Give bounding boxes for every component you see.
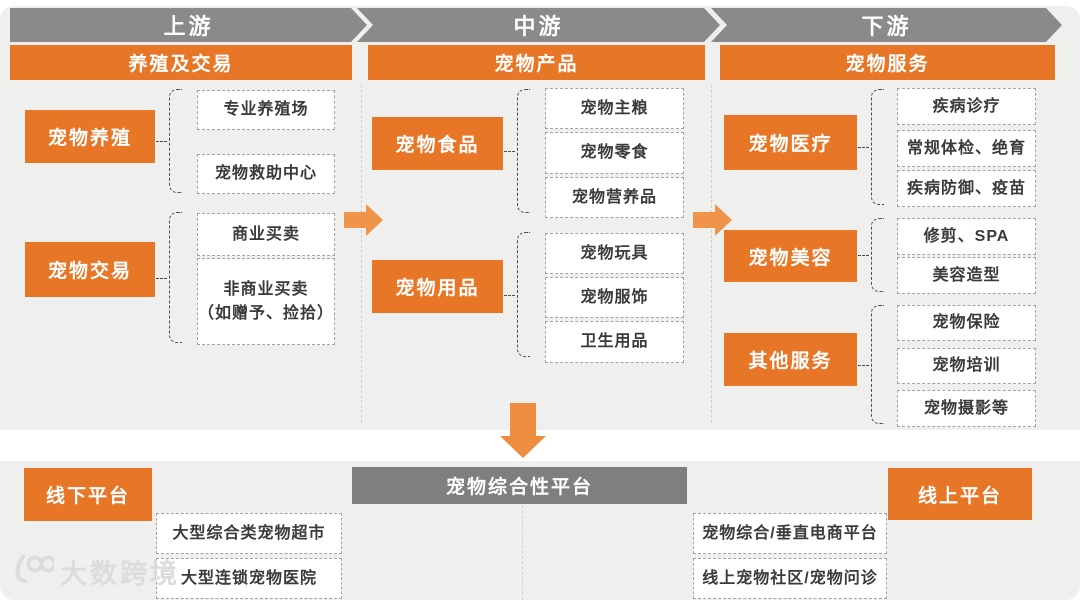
banner-comprehensive-platform: 宠物综合性平台: [352, 467, 687, 504]
item-box: 美容造型: [897, 257, 1036, 294]
item-box: 非商业买卖 （如赠予、捡拾）: [197, 258, 335, 345]
category-label: 宠物食品: [395, 135, 480, 156]
item-label: 大型综合类宠物超市: [172, 524, 326, 542]
platform-label: 线上平台: [917, 485, 1002, 507]
brand-logo-icon: [10, 552, 57, 591]
banner-label: 宠物产品: [494, 54, 579, 75]
item-box: 宠物营养品: [545, 177, 684, 218]
banner-label: 宠物综合性平台: [445, 477, 593, 498]
item-box: 常规体检、绝育: [897, 130, 1036, 167]
item-box: 疾病诊疗: [897, 88, 1036, 125]
category-label: 其他服务: [748, 351, 833, 372]
item-box: 宠物综合/垂直电商平台: [693, 513, 887, 554]
item-label: 疾病防御、疫苗: [906, 179, 1026, 197]
category-box-other-services: 其他服务: [724, 333, 857, 386]
item-label: 宠物救助中心: [214, 165, 317, 183]
column-divider-dashed: [711, 85, 712, 423]
item-box: 宠物玩具: [545, 233, 684, 274]
banner-label: 宠物服务: [845, 54, 930, 75]
bracket-connector: [858, 89, 884, 205]
category-box-pet-supplies: 宠物用品: [372, 260, 503, 313]
category-box-pet-medical: 宠物医疗: [724, 115, 857, 170]
banner-breeding-trading: 养殖及交易: [10, 45, 352, 80]
item-box: 商业买卖: [197, 213, 335, 256]
stage-label: 上游: [163, 14, 214, 39]
section-separator-band: [0, 430, 1080, 461]
down-arrow-icon: [499, 403, 547, 464]
category-label: 宠物美容: [748, 247, 833, 269]
category-box-pet-breeding: 宠物养殖: [25, 110, 155, 163]
item-box: 专业养殖场: [197, 90, 335, 130]
item-box: 宠物摄影等: [897, 390, 1036, 427]
brand-name: 大数跨境: [60, 559, 180, 589]
item-label: 修剪、SPA: [923, 227, 1010, 245]
item-label: 宠物培训: [932, 357, 1001, 375]
right-arrow-icon: [693, 202, 733, 243]
stage-chevron-downstream: 下游: [711, 8, 1062, 42]
category-label: 宠物交易: [47, 261, 132, 282]
category-box-pet-food: 宠物食品: [372, 117, 503, 170]
banner-pet-services: 宠物服务: [720, 45, 1055, 80]
right-arrow-icon: [344, 202, 384, 243]
item-label: 非商业买卖 （如赠予、捡拾）: [198, 281, 335, 322]
item-box: 宠物主粮: [545, 88, 684, 129]
platform-box-online: 线上平台: [888, 468, 1032, 520]
item-label: 宠物营养品: [571, 188, 657, 206]
item-label: 宠物摄影等: [923, 399, 1009, 417]
bracket-connector: [858, 305, 884, 424]
item-box: 宠物服饰: [545, 277, 684, 318]
column-divider-dashed: [361, 85, 362, 423]
item-label: 宠物主粮: [580, 99, 649, 117]
item-label: 专业养殖场: [223, 101, 309, 119]
item-label: 大型连锁宠物医院: [180, 569, 317, 587]
platform-box-offline: 线下平台: [24, 468, 152, 521]
stage-label: 中游: [513, 14, 564, 39]
item-box: 宠物救助中心: [197, 154, 335, 194]
banner-pet-products: 宠物产品: [368, 45, 705, 80]
banner-label: 养殖及交易: [128, 54, 234, 75]
item-label: 常规体检、绝育: [906, 139, 1026, 157]
item-box: 大型连锁宠物医院: [156, 558, 342, 599]
category-box-pet-trading: 宠物交易: [25, 242, 155, 297]
item-label: 商业买卖: [231, 225, 300, 243]
item-label: 卫生用品: [580, 333, 649, 351]
bracket-connector: [156, 212, 182, 343]
category-label: 宠物用品: [395, 278, 480, 299]
bracket-connector: [858, 218, 884, 292]
item-label: 美容造型: [932, 266, 1001, 284]
bracket-connector: [504, 89, 530, 213]
item-label: 线上宠物社区/宠物问诊: [702, 569, 878, 587]
bracket-connector: [156, 89, 182, 193]
stage-chevron-upstream: 上游: [10, 8, 367, 42]
item-box: 大型综合类宠物超市: [156, 513, 342, 554]
item-label: 宠物保险: [932, 314, 1001, 332]
item-box: 疾病防御、疫苗: [897, 170, 1036, 207]
item-box: 线上宠物社区/宠物问诊: [693, 558, 887, 599]
category-label: 宠物医疗: [748, 134, 833, 155]
item-box: 修剪、SPA: [897, 218, 1036, 255]
item-label: 宠物玩具: [580, 244, 649, 262]
item-box: 卫生用品: [545, 321, 684, 363]
item-label: 宠物零食: [580, 144, 649, 162]
stage-chevron-midstream: 中游: [357, 8, 720, 42]
item-box: 宠物零食: [545, 132, 684, 174]
bracket-connector: [504, 232, 530, 357]
item-label: 宠物综合/垂直电商平台: [702, 524, 878, 542]
category-box-pet-grooming: 宠物美容: [724, 230, 857, 282]
brand-watermark: 大数跨境: [10, 552, 180, 591]
item-box: 宠物保险: [897, 305, 1036, 341]
item-label: 宠物服饰: [580, 288, 649, 306]
platform-label: 线下平台: [45, 486, 130, 507]
item-label: 疾病诊疗: [932, 97, 1001, 115]
category-label: 宠物养殖: [47, 128, 132, 149]
bottom-divider-dashed: [522, 505, 523, 600]
stage-label: 下游: [861, 14, 912, 39]
item-box: 宠物培训: [897, 348, 1036, 384]
